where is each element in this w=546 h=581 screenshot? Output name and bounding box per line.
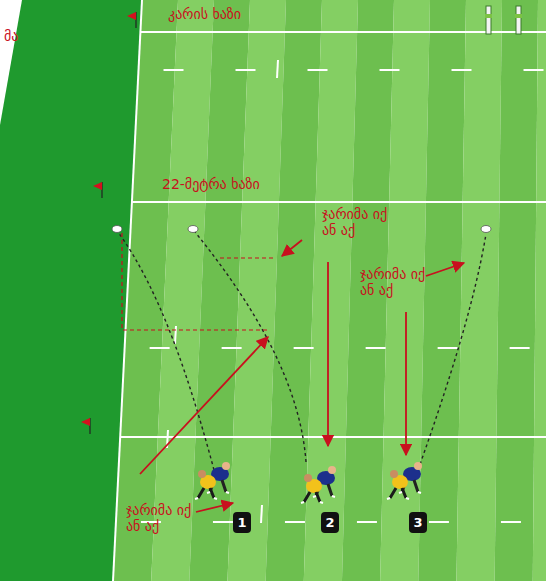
penalty-dashed-lines [122, 233, 276, 330]
field-dash [222, 347, 242, 349]
field-dash [380, 69, 400, 71]
field-line [140, 31, 546, 33]
kick-trajectories [118, 232, 486, 470]
penalty-note: ჯარიმა იქ ან აქ [126, 502, 196, 534]
callout-number: 2 [321, 512, 339, 533]
players [195, 462, 422, 503]
field-dash [261, 505, 262, 523]
corner-flag [81, 418, 90, 434]
field-line [132, 201, 546, 203]
callout-number: 3 [409, 512, 427, 533]
goal-posts [485, 6, 522, 34]
balls [112, 226, 491, 233]
field-dash [175, 326, 176, 344]
field-stripe [495, 0, 538, 581]
field-dash [524, 69, 544, 71]
field-dash [429, 521, 449, 523]
field-dash [277, 60, 278, 78]
field-dash [236, 69, 256, 71]
field-stripes [113, 0, 546, 581]
penalty-note: ჯარიმა იქ ან აქ [360, 266, 430, 298]
corner-flag [93, 182, 102, 198]
penalty-arrows [140, 240, 464, 512]
field-stripe [456, 0, 502, 581]
player-pair [301, 466, 336, 503]
corner-flag [127, 12, 136, 28]
field-line [120, 436, 546, 438]
field-dash [213, 521, 233, 523]
field-dash [366, 347, 386, 349]
touch-line [113, 0, 142, 581]
field-dash [510, 347, 530, 349]
line-label: კარის ხაზი [168, 6, 241, 22]
field-dash [285, 521, 305, 523]
penalty-note: ჯარიმა იქ ან აქ [322, 206, 392, 238]
callout-number: 1 [233, 512, 251, 533]
field-dash [438, 347, 458, 349]
field-lines [113, 0, 546, 581]
callout-number-box: 1 [233, 512, 251, 533]
field-dash [150, 347, 170, 349]
field-dash [308, 69, 328, 71]
player-pair [195, 462, 230, 499]
field-dash [452, 69, 472, 71]
field-dash [501, 521, 521, 523]
callout-number-box: 2 [321, 512, 339, 533]
line-label: მა [4, 28, 18, 44]
corner-flags [81, 12, 136, 434]
field-dash [357, 521, 377, 523]
line-label: 22-მეტრა ხაზი [162, 176, 260, 192]
player-pair [387, 462, 422, 499]
callout-number-box: 3 [409, 512, 427, 533]
field-dash [164, 69, 184, 71]
field-dash [294, 347, 314, 349]
field-stripe [533, 0, 546, 581]
